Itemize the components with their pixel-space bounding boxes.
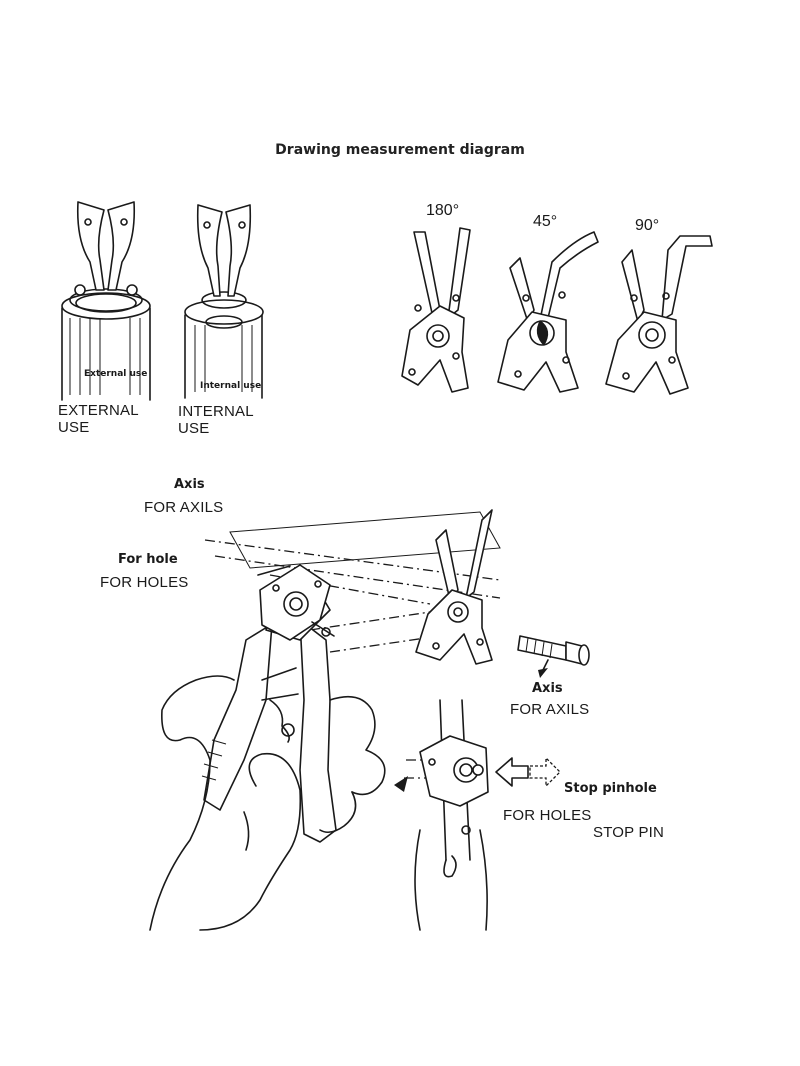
axis-cn-label-top: Axis — [174, 477, 205, 492]
external-use-en-label: EXTERNAL USE — [58, 402, 139, 436]
bolt-icon — [517, 635, 590, 678]
tip-90-icon — [605, 235, 713, 395]
external-use-plier-icon — [61, 201, 151, 401]
hole-en-label: FOR HOLES — [100, 574, 189, 591]
axis-cn-label-bottom: Axis — [532, 681, 563, 696]
tip-45-icon — [497, 231, 599, 393]
internal-use-cn-label: Internal use — [200, 381, 262, 391]
internal-use-plier-icon — [184, 204, 264, 399]
angle-label-45: 45° — [533, 213, 558, 230]
axis-en-label-bottom: FOR AXILS — [510, 701, 590, 718]
tip-180-icon — [401, 227, 471, 393]
exploded-tip-icon — [415, 509, 493, 665]
angle-label-90: 90° — [635, 217, 660, 234]
hole-cn-label: For hole — [118, 552, 178, 567]
stop-pin-en-label-1: FOR HOLES — [503, 807, 592, 824]
hand-plier-icon — [149, 564, 386, 931]
angle-label-180: 180° — [426, 202, 460, 219]
detail-icon — [394, 699, 489, 931]
axis-en-label-top: FOR AXILS — [144, 499, 224, 516]
arrow-icon — [495, 756, 561, 788]
internal-use-en-label: INTERNAL USE — [178, 403, 254, 437]
stop-pinhole-cn-label: Stop pinhole — [564, 781, 657, 796]
page-title: Drawing measurement diagram — [275, 142, 525, 158]
external-use-cn-label: External use — [84, 369, 148, 379]
stop-pin-en-label-2: STOP PIN — [593, 824, 665, 841]
